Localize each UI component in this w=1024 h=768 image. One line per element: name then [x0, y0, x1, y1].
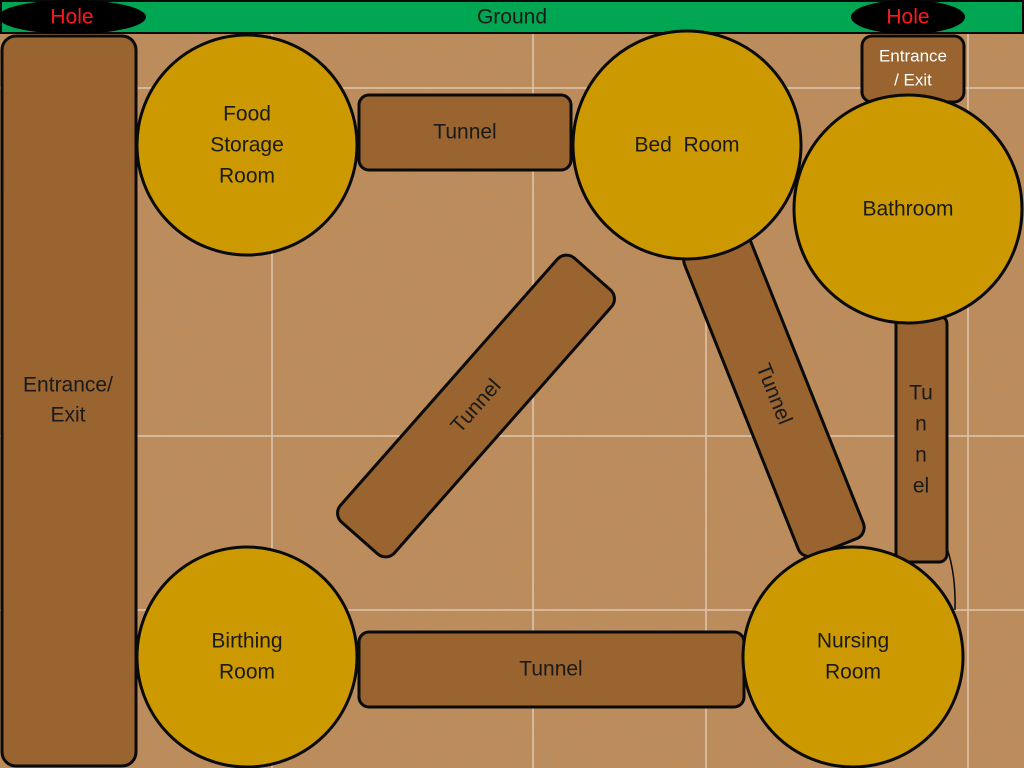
room-food-storage	[135, 33, 359, 257]
tunnel-birthing-bed-group: Tunnel	[336, 253, 616, 559]
tunnel-bathroom-nursing-line-3: n	[915, 444, 927, 467]
main-entrance-line-2: Exit	[50, 404, 85, 427]
ground-label: Ground	[477, 6, 547, 29]
room-nursing	[741, 545, 965, 768]
room-food-storage-line-3: Room	[219, 165, 275, 188]
tunnel-bathroom-nursing-line-2: n	[915, 413, 927, 436]
room-birthing-line-1: Birthing	[211, 630, 282, 653]
hole-right-label: Hole	[886, 6, 929, 29]
room-food-storage-line-2: Storage	[210, 134, 284, 157]
room-bed-room	[571, 29, 803, 261]
room-birthing-line-2: Room	[219, 661, 275, 684]
room-bed-room-label: Bed Room	[634, 134, 739, 157]
main-entrance-shaft	[0, 34, 138, 768]
tunnel-birthing-nursing-label: Tunnel	[519, 658, 582, 681]
main-entrance-line-1: Entrance/	[23, 374, 113, 397]
room-birthing	[135, 545, 359, 768]
tunnel-birthing-bed	[336, 253, 616, 559]
tunnel-bathroom-nursing	[894, 314, 949, 564]
tunnel-food-bed-label: Tunnel	[433, 121, 496, 144]
room-bathroom	[792, 93, 1024, 325]
hole-left	[0, 0, 146, 34]
hole-left-label: Hole	[50, 6, 93, 29]
tunnel-bathroom-nursing-line-1: Tu	[909, 382, 933, 405]
small-entrance-line-2: / Exit	[894, 70, 932, 89]
room-nursing-line-2: Room	[825, 661, 881, 684]
room-food-storage-line-1: Food	[223, 103, 271, 126]
tunnel-bathroom-nursing-line-4: el	[913, 475, 929, 498]
tunnel-food-bed	[357, 93, 573, 172]
room-bathroom-label: Bathroom	[862, 198, 953, 221]
hole-right	[851, 0, 965, 34]
small-entrance-line-1: Entrance	[879, 46, 947, 65]
room-nursing-line-1: Nursing	[817, 630, 889, 653]
